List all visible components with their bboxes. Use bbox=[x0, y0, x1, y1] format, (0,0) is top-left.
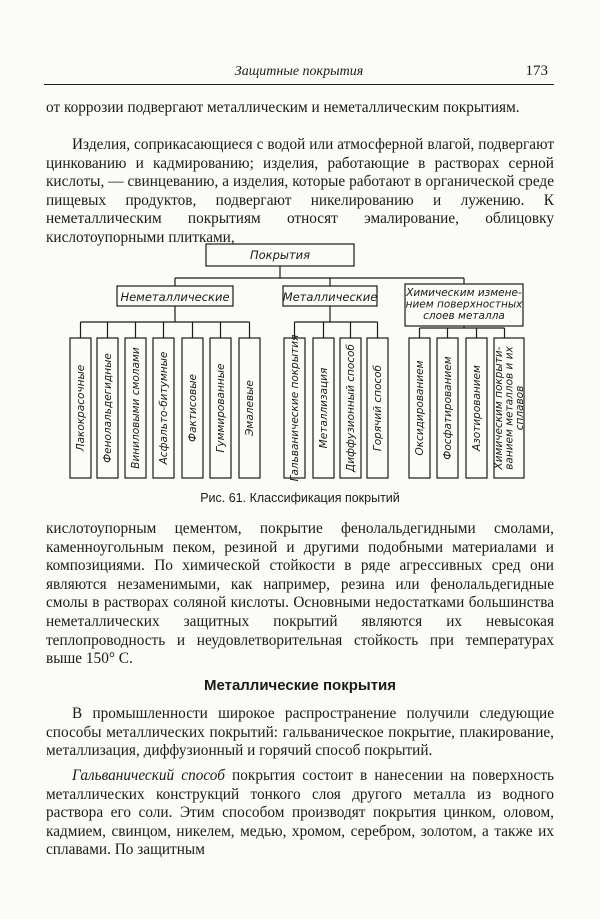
group-box-1 bbox=[116, 285, 234, 307]
leaf-box-3-1 bbox=[408, 337, 431, 479]
term-galvanic-method: Гальванический способ bbox=[72, 767, 225, 784]
leaf-box-2-2 bbox=[312, 337, 335, 479]
leaf-label-1-7: Эмалевые bbox=[244, 380, 256, 437]
leaf-label-3-1: Оксидированием bbox=[414, 360, 426, 455]
paragraph-5-text: покрытия состоит в нанесении на поверхно… bbox=[46, 767, 555, 859]
paragraph-3: кислотоупорным цементом, покрытие фенола… bbox=[46, 520, 554, 668]
leaf-label-1-1: Лакокрасочные bbox=[75, 365, 87, 453]
leaf-box-1-5 bbox=[181, 337, 204, 479]
leaf-box-2-1 bbox=[283, 337, 306, 479]
group-box-3 bbox=[404, 283, 524, 327]
leaf-label-3-4-1: Химическим покрыти- bbox=[493, 346, 505, 470]
leaf-label-2-1: Гальванические покрытия bbox=[289, 335, 301, 482]
group-label-3-line-2: нием поверхностных bbox=[406, 299, 524, 311]
leaf-label-1-3: Виниловыми смолами bbox=[130, 347, 142, 469]
paragraph-2: Изделия, соприкасающиеся с водой или атм… bbox=[46, 136, 554, 246]
leaf-box-1-1 bbox=[69, 337, 92, 479]
leaf-box-1-2 bbox=[96, 337, 119, 479]
leaf-label-1-2: Фенолальдегидные bbox=[102, 353, 114, 463]
group-label-2: Металлические bbox=[283, 290, 378, 304]
leaf-box-3-4 bbox=[493, 337, 525, 479]
group-label-3-line-1: Химическим измене- bbox=[405, 287, 522, 299]
leaf-box-2-4 bbox=[366, 337, 389, 479]
leaf-label-1-6: Гуммированные bbox=[215, 364, 227, 453]
leaf-box-1-3 bbox=[124, 337, 147, 479]
page-number: 173 bbox=[525, 63, 549, 79]
group-label-3-line-3: слоев металла bbox=[423, 310, 505, 322]
leaf-box-1-6 bbox=[209, 337, 232, 479]
group-label-1: Неметаллические bbox=[120, 290, 229, 304]
running-title: Защитные покрытия bbox=[234, 64, 364, 79]
leaf-box-1-4 bbox=[152, 337, 175, 479]
leaf-label-1-4: Асфальто-битумные bbox=[158, 352, 170, 466]
paragraph-1: от коррозии подвергают металлическим и н… bbox=[46, 99, 520, 116]
leaf-box-3-2 bbox=[436, 337, 459, 479]
leaf-label-2-4: Горячий способ bbox=[372, 364, 384, 451]
root-label: Покрытия bbox=[250, 248, 310, 262]
leaf-label-3-3: Азотированием bbox=[471, 365, 483, 452]
leaf-box-3-3 bbox=[465, 337, 488, 479]
paragraph-4: В промышленности широкое распространение… bbox=[46, 705, 554, 760]
leaf-box-1-7 bbox=[238, 337, 261, 479]
paragraph-5: Гальванический способ покрытия состоит в… bbox=[46, 767, 554, 860]
leaf-label-2-3: Диффузионный способ bbox=[345, 344, 357, 473]
leaf-label-3-4-2: ванием металлов и их bbox=[504, 345, 516, 469]
section-title: Металлические покрытия bbox=[203, 677, 397, 694]
leaf-box-2-3 bbox=[339, 337, 362, 479]
leaf-label-1-5: Фактисовые bbox=[187, 374, 199, 442]
group-box-2 bbox=[282, 285, 378, 307]
leaf-label-3-4-3: сплавов bbox=[514, 386, 526, 431]
leaf-label-2-2: Металлизация bbox=[318, 368, 330, 449]
page-header: Защитные покрытия 173 bbox=[44, 62, 554, 85]
figure-caption: Рис. 61. Классификация покрытий bbox=[200, 491, 400, 505]
leaf-label-3-2: Фосфатированием bbox=[442, 356, 454, 459]
